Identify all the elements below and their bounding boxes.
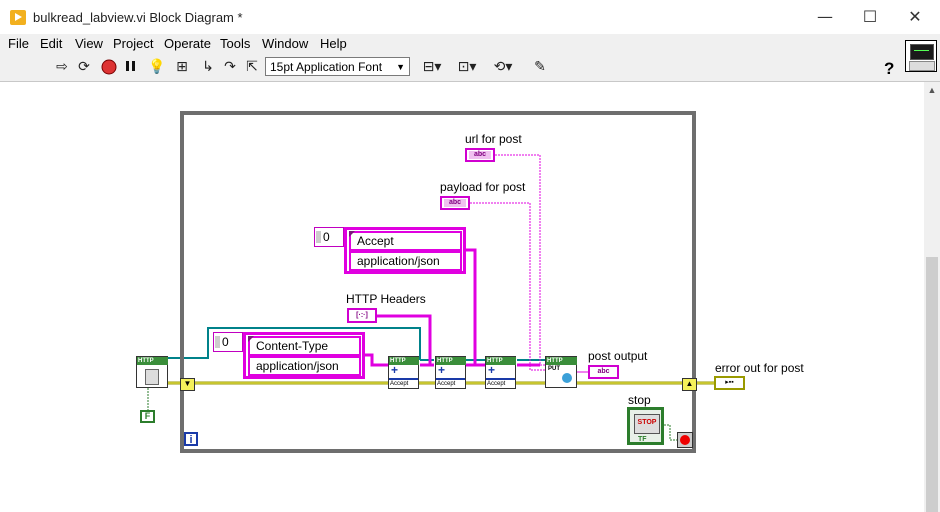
step-out-icon[interactable]: ⇱ [246,59,258,75]
node-footer: Accept [390,381,409,387]
retain-wire-values-icon[interactable]: ⊞ [176,59,188,75]
node-divider [389,378,418,380]
stop-tf-label: TF [638,436,647,443]
chevron-down-icon: ▼ [396,62,405,72]
minimize-button[interactable]: — [817,7,833,26]
error-out-indicator[interactable]: ▸▪▪ [714,376,745,390]
add-header-node-2[interactable]: HTTP + Accept [435,356,466,389]
pause-icon[interactable] [122,59,140,76]
vi-icon-screen [910,44,934,60]
plus-icon: + [438,363,446,377]
menu-bar: File Edit View Project Operate Tools Win… [0,34,940,54]
title-bar: bulkread_labview.vi Block Diagram * — ☐ … [0,0,940,34]
node-divider [436,378,465,380]
content-type-value-cell[interactable]: application/json [248,356,361,376]
menu-project[interactable]: Project [113,36,154,51]
menu-window[interactable]: Window [262,36,309,51]
array-corner-icon [248,336,254,342]
scrollbar-thumb[interactable] [926,257,938,512]
menu-file[interactable]: File [8,36,29,51]
reorder-icon[interactable]: ⟲▾ [493,59,513,75]
content-type-key-cell[interactable]: Content-Type [248,336,361,356]
vertical-scrollbar[interactable]: ▲ [924,82,940,512]
loop-condition-terminal[interactable] [677,432,693,448]
url-control[interactable]: abc [465,148,495,162]
stop-button-face: STOP [634,414,660,434]
add-header-node-3[interactable]: HTTP + Accept [485,356,516,389]
add-header-node-1[interactable]: HTTP + Accept [388,356,419,389]
iteration-terminal[interactable]: i [184,432,198,446]
content-type-header-array[interactable]: 0 Content-Type application/json [213,332,365,379]
abort-icon[interactable] [100,59,118,76]
while-loop[interactable] [180,111,696,453]
http-open-handle-node[interactable]: HTTP [136,356,168,388]
toolbar: ⇨ ⟳ 💡 ⊞ ↳ ↷ ⇱ 15pt Application Font ▼ ⊟▾… [0,54,940,82]
vi-icon-base [909,61,935,71]
node-divider [486,378,515,380]
close-button[interactable]: ✕ [908,7,922,26]
context-help-icon[interactable]: ? [884,59,895,78]
block-diagram-canvas[interactable] [0,82,924,512]
scroll-up-icon[interactable]: ▲ [927,85,937,95]
http-headers-control[interactable]: [·:·] [347,308,377,323]
distribute-objects-icon[interactable]: ⊡▾ [457,59,477,75]
accept-header-array[interactable]: 0 Accept application/json [314,227,466,274]
error-out-label: error out for post [715,361,804,375]
document-icon [145,369,159,385]
payload-control[interactable]: abc [440,196,470,210]
menu-help[interactable]: Help [320,36,347,51]
run-arrow-icon[interactable]: ⇨ [56,59,68,75]
font-selector[interactable]: 15pt Application Font ▼ [265,57,410,76]
array-frame [243,332,365,379]
labview-app-icon [10,10,26,25]
window-title: bulkread_labview.vi Block Diagram * [33,10,243,25]
array-index[interactable]: 0 [213,332,243,352]
align-objects-icon[interactable]: ⊟▾ [422,59,442,75]
stop-wire [664,424,677,441]
step-into-icon[interactable]: ↳ [202,59,214,75]
url-label: url for post [465,132,522,146]
menu-edit[interactable]: Edit [40,36,63,51]
run-continuously-icon[interactable]: ⟳ [78,59,90,75]
content-type-wire [365,353,388,367]
put-method-label: PUT [548,366,560,372]
maximize-button[interactable]: ☐ [862,7,878,26]
node-footer: Accept [487,381,506,387]
accept-value-cell[interactable]: application/json [349,251,462,271]
menu-operate[interactable]: Operate [164,36,211,51]
shift-register-left[interactable]: ▼ [180,378,195,391]
highlight-execution-icon[interactable]: 💡 [148,59,166,75]
menu-tools[interactable]: Tools [220,36,251,51]
url-wire [495,154,545,366]
array-index[interactable]: 0 [314,227,344,247]
menu-view[interactable]: View [75,36,103,51]
accept-key-cell[interactable]: Accept [349,231,462,251]
refnum-wire [168,327,421,360]
array-frame [344,227,466,274]
vi-icon-pane[interactable] [905,40,937,72]
post-output-label: post output [588,349,648,363]
step-over-icon[interactable]: ↷ [224,59,236,75]
node-footer: Accept [437,381,456,387]
array-corner-icon [349,231,355,237]
stop-button-control[interactable]: STOP TF [627,407,664,445]
http-headers-label: HTTP Headers [346,292,426,306]
shift-register-right[interactable]: ▲ [682,378,697,391]
stop-label: stop [628,393,651,407]
post-output-indicator[interactable]: abc [588,365,619,379]
plus-icon: + [391,363,399,377]
http-put-node[interactable]: HTTP PUT [545,356,577,388]
false-constant[interactable]: F [140,410,155,423]
plus-icon: + [488,363,496,377]
payload-wire [470,202,545,371]
clean-up-diagram-icon[interactable]: ✎ [534,59,546,75]
globe-icon [562,373,572,383]
payload-label: payload for post [440,180,526,194]
